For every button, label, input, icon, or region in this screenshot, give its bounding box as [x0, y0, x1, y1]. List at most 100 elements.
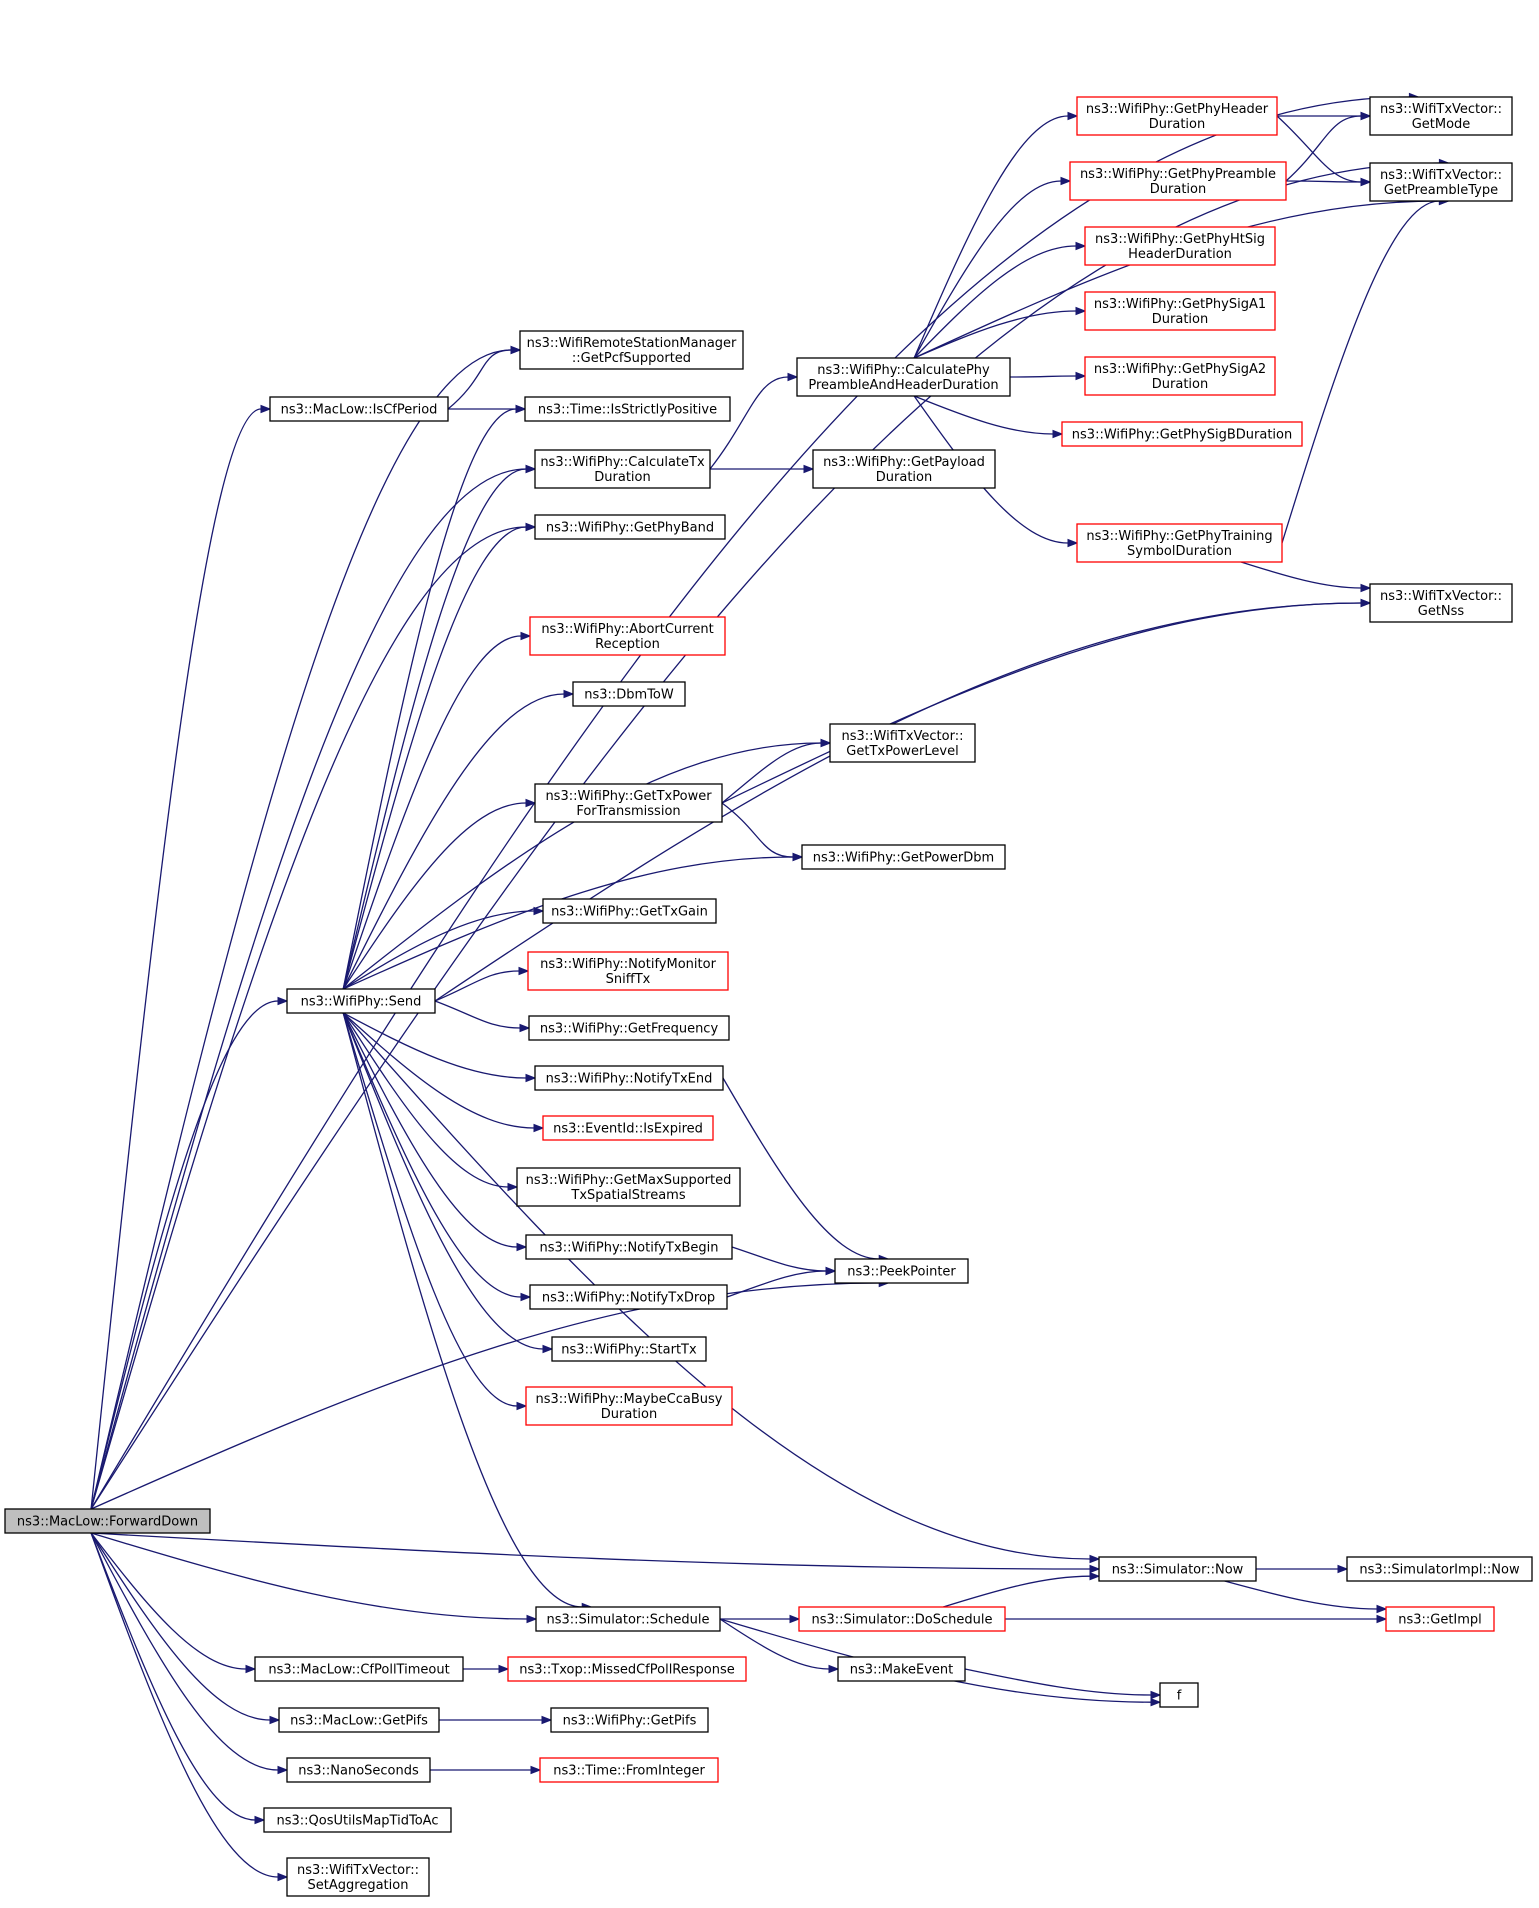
edge-line: [90, 408, 262, 1510]
node-nss[interactable]: ns3::WifiTxVector::GetNss: [1369, 583, 1513, 623]
node-label: ::GetPcfSupported: [572, 351, 691, 366]
edge-arrowhead: [1089, 1571, 1101, 1581]
node-label: f: [1177, 1689, 1182, 1704]
edge-calcphy-phy_htsig: [913, 241, 1087, 359]
node-box: [516, 1167, 741, 1207]
node-f[interactable]: f: [1159, 1682, 1199, 1708]
edge-send-strict: [342, 404, 527, 990]
node-txpl[interactable]: ns3::WifiTxVector::GetTxPowerLevel: [829, 723, 976, 763]
node-iscf[interactable]: ns3::MacLow::IsCfPeriod: [269, 396, 449, 422]
node-qos[interactable]: ns3::QosUtilsMapTidToAc: [263, 1807, 452, 1833]
node-label: ns3::Txop::MissedCfPollResponse: [519, 1663, 735, 1678]
edge-line: [721, 602, 1362, 804]
node-box: [278, 1707, 440, 1733]
node-box: [1346, 1556, 1533, 1582]
node-box: [1369, 583, 1513, 623]
node-mkevent[interactable]: ns3::MakeEvent: [837, 1656, 966, 1682]
node-getimpl[interactable]: ns3::GetImpl: [1385, 1606, 1495, 1632]
edge-line: [434, 1000, 521, 1029]
edge-line: [342, 1012, 522, 1298]
node-box: [829, 723, 976, 763]
node-missed[interactable]: ns3::Txop::MissedCfPollResponse: [507, 1656, 747, 1682]
node-phy_train[interactable]: ns3::WifiPhy::GetPhyTrainingSymbolDurati…: [1076, 523, 1283, 563]
node-label: ns3::WifiTxVector::: [297, 1863, 419, 1878]
edge-send-freq: [434, 1000, 531, 1033]
edge-line: [731, 1246, 827, 1272]
node-send[interactable]: ns3::WifiPhy::Send: [286, 988, 436, 1014]
edge-txpow-txpl: [721, 738, 832, 804]
node-label: ns3::WifiPhy::GetPowerDbm: [813, 851, 994, 866]
edge-arrowhead: [792, 852, 804, 862]
edge-cfpoll-missed: [463, 1664, 510, 1674]
node-label: ns3::WifiPhy::NotifyTxDrop: [542, 1291, 715, 1306]
node-starttx[interactable]: ns3::WifiPhy::StartTx: [551, 1336, 707, 1362]
edge-send-band: [342, 522, 537, 990]
node-box: [269, 396, 449, 422]
node-txbegin[interactable]: ns3::WifiPhy::NotifyTxBegin: [525, 1234, 733, 1260]
node-implnow[interactable]: ns3::SimulatorImpl::Now: [1346, 1556, 1533, 1582]
node-dbm[interactable]: ns3::DbmToW: [572, 681, 686, 707]
node-box: [834, 1258, 969, 1284]
edge-mkevent-f: [964, 1668, 1162, 1700]
node-band[interactable]: ns3::WifiPhy::GetPhyBand: [534, 514, 726, 540]
node-phypifs[interactable]: ns3::WifiPhy::GetPifs: [550, 1707, 709, 1733]
node-label: TxSpatialStreams: [570, 1188, 685, 1203]
node-nano[interactable]: ns3::NanoSeconds: [286, 1757, 431, 1783]
node-setagg[interactable]: ns3::WifiTxVector::SetAggregation: [286, 1857, 430, 1897]
node-maxss[interactable]: ns3::WifiPhy::GetMaxSupportedTxSpatialSt…: [516, 1167, 741, 1207]
node-txv_pre[interactable]: ns3::WifiTxVector::GetPreambleType: [1369, 162, 1513, 202]
node-txgain[interactable]: ns3::WifiPhy::GetTxGain: [542, 898, 717, 924]
edge-fwd-cfpoll: [90, 1532, 257, 1674]
node-box: [1385, 1606, 1495, 1632]
node-box: [798, 1606, 1006, 1632]
node-freq[interactable]: ns3::WifiPhy::GetFrequency: [528, 1015, 730, 1041]
node-simnow[interactable]: ns3::Simulator::Now: [1098, 1556, 1257, 1582]
node-expired[interactable]: ns3::EventId::IsExpired: [542, 1115, 714, 1141]
node-rsm_pcf[interactable]: ns3::WifiRemoteStationManager::GetPcfSup…: [519, 330, 744, 370]
edge-arrowhead: [1376, 1614, 1388, 1624]
node-sched[interactable]: ns3::Simulator::Schedule: [535, 1606, 721, 1632]
node-label: ns3::MacLow::CfPollTimeout: [268, 1663, 449, 1678]
edge-arrowhead: [1075, 306, 1087, 316]
edge-line: [342, 635, 522, 990]
node-txend[interactable]: ns3::WifiPhy::NotifyTxEnd: [534, 1065, 724, 1091]
node-calcphy[interactable]: ns3::WifiPhy::CalculatePhyPreambleAndHea…: [796, 357, 1011, 397]
edge-line: [719, 1618, 830, 1670]
node-dosched[interactable]: ns3::Simulator::DoSchedule: [798, 1606, 1006, 1632]
node-cfpoll[interactable]: ns3::MacLow::CfPollTimeout: [254, 1656, 464, 1682]
edge-arrowhead: [519, 1023, 531, 1033]
node-fromint[interactable]: ns3::Time::FromInteger: [539, 1757, 719, 1783]
node-peek[interactable]: ns3::PeekPointer: [834, 1258, 969, 1284]
edge-calcphy-phy_pre: [913, 176, 1072, 359]
node-phy_sigb[interactable]: ns3::WifiPhy::GetPhySigBDuration: [1061, 421, 1303, 447]
edge-line: [342, 856, 794, 990]
node-box: [796, 357, 1011, 397]
edge-line: [91, 1532, 1091, 1570]
node-strict[interactable]: ns3::Time::IsStrictlyPositive: [524, 396, 731, 422]
node-fwd[interactable]: ns3::MacLow::ForwardDown: [4, 1508, 211, 1534]
node-label: GetPreambleType: [1384, 183, 1498, 198]
edge-line: [721, 742, 822, 804]
node-pifs[interactable]: ns3::MacLow::GetPifs: [278, 1707, 440, 1733]
node-box: [1076, 96, 1278, 136]
edge-line: [90, 1532, 256, 1821]
node-txv_mode[interactable]: ns3::WifiTxVector::GetMode: [1369, 96, 1513, 136]
edge-arrowhead: [1337, 1564, 1349, 1574]
edge-line: [434, 970, 520, 1002]
node-powdbm[interactable]: ns3::WifiPhy::GetPowerDbm: [801, 844, 1006, 870]
edge-send-sniff: [434, 966, 530, 1002]
node-txdrop[interactable]: ns3::WifiPhy::NotifyTxDrop: [529, 1284, 728, 1310]
edge-fwd-send: [90, 996, 289, 1510]
node-label: SniffTx: [606, 972, 651, 987]
